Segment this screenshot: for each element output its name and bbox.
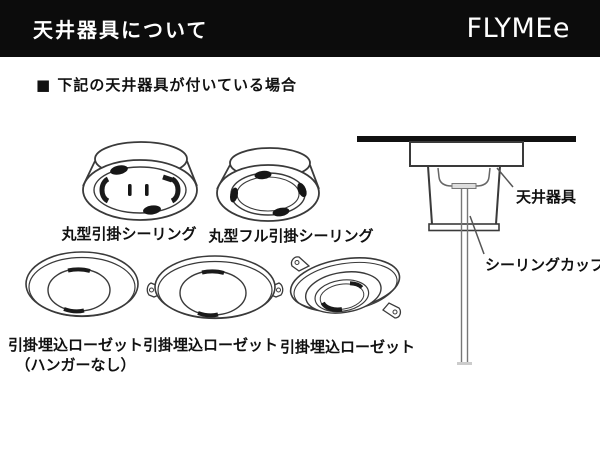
ceiling-cup-label: シーリングカップ: [485, 256, 600, 274]
recessed-rosette-tilted-illustration: [289, 256, 402, 319]
round-hook-ceiling-illustration: [82, 141, 198, 221]
ceiling-fixture-label: 天井器具: [516, 188, 577, 206]
round-full-hook-ceiling-illustration: [216, 147, 320, 222]
installation-diagram: [340, 124, 596, 370]
fixture-label-4: 引掛埋込ローゼット: [143, 336, 279, 354]
fixture-figure-4: [146, 252, 284, 330]
recessed-rosette-no-hanger-illustration: [25, 251, 139, 318]
header-bar: 天井器具について FLYMEe: [0, 0, 600, 57]
fixture-label-1: 丸型引掛シーリング: [61, 225, 197, 243]
fixture-figure-1: [78, 137, 203, 225]
fixture-figure-3: [24, 250, 142, 325]
fixture-label-5: 引掛埋込ローゼット: [280, 338, 416, 356]
section-heading: ■ 下記の天井器具が付いている場合: [36, 76, 297, 94]
fixture-sublabel-3: （ハンガーなし）: [15, 356, 136, 374]
fixture-figure-5: [285, 250, 407, 332]
brand-logo: FLYMEe: [466, 13, 570, 44]
fixture-label-3: 引掛埋込ローゼット: [8, 336, 144, 354]
recessed-rosette-illustration: [146, 255, 284, 320]
page-title: 天井器具について: [33, 18, 209, 42]
fixture-label-2: 丸型フル引掛シーリング: [208, 227, 374, 245]
installation-diagram-illustration: [357, 136, 576, 365]
fixture-figure-2: [213, 143, 325, 231]
